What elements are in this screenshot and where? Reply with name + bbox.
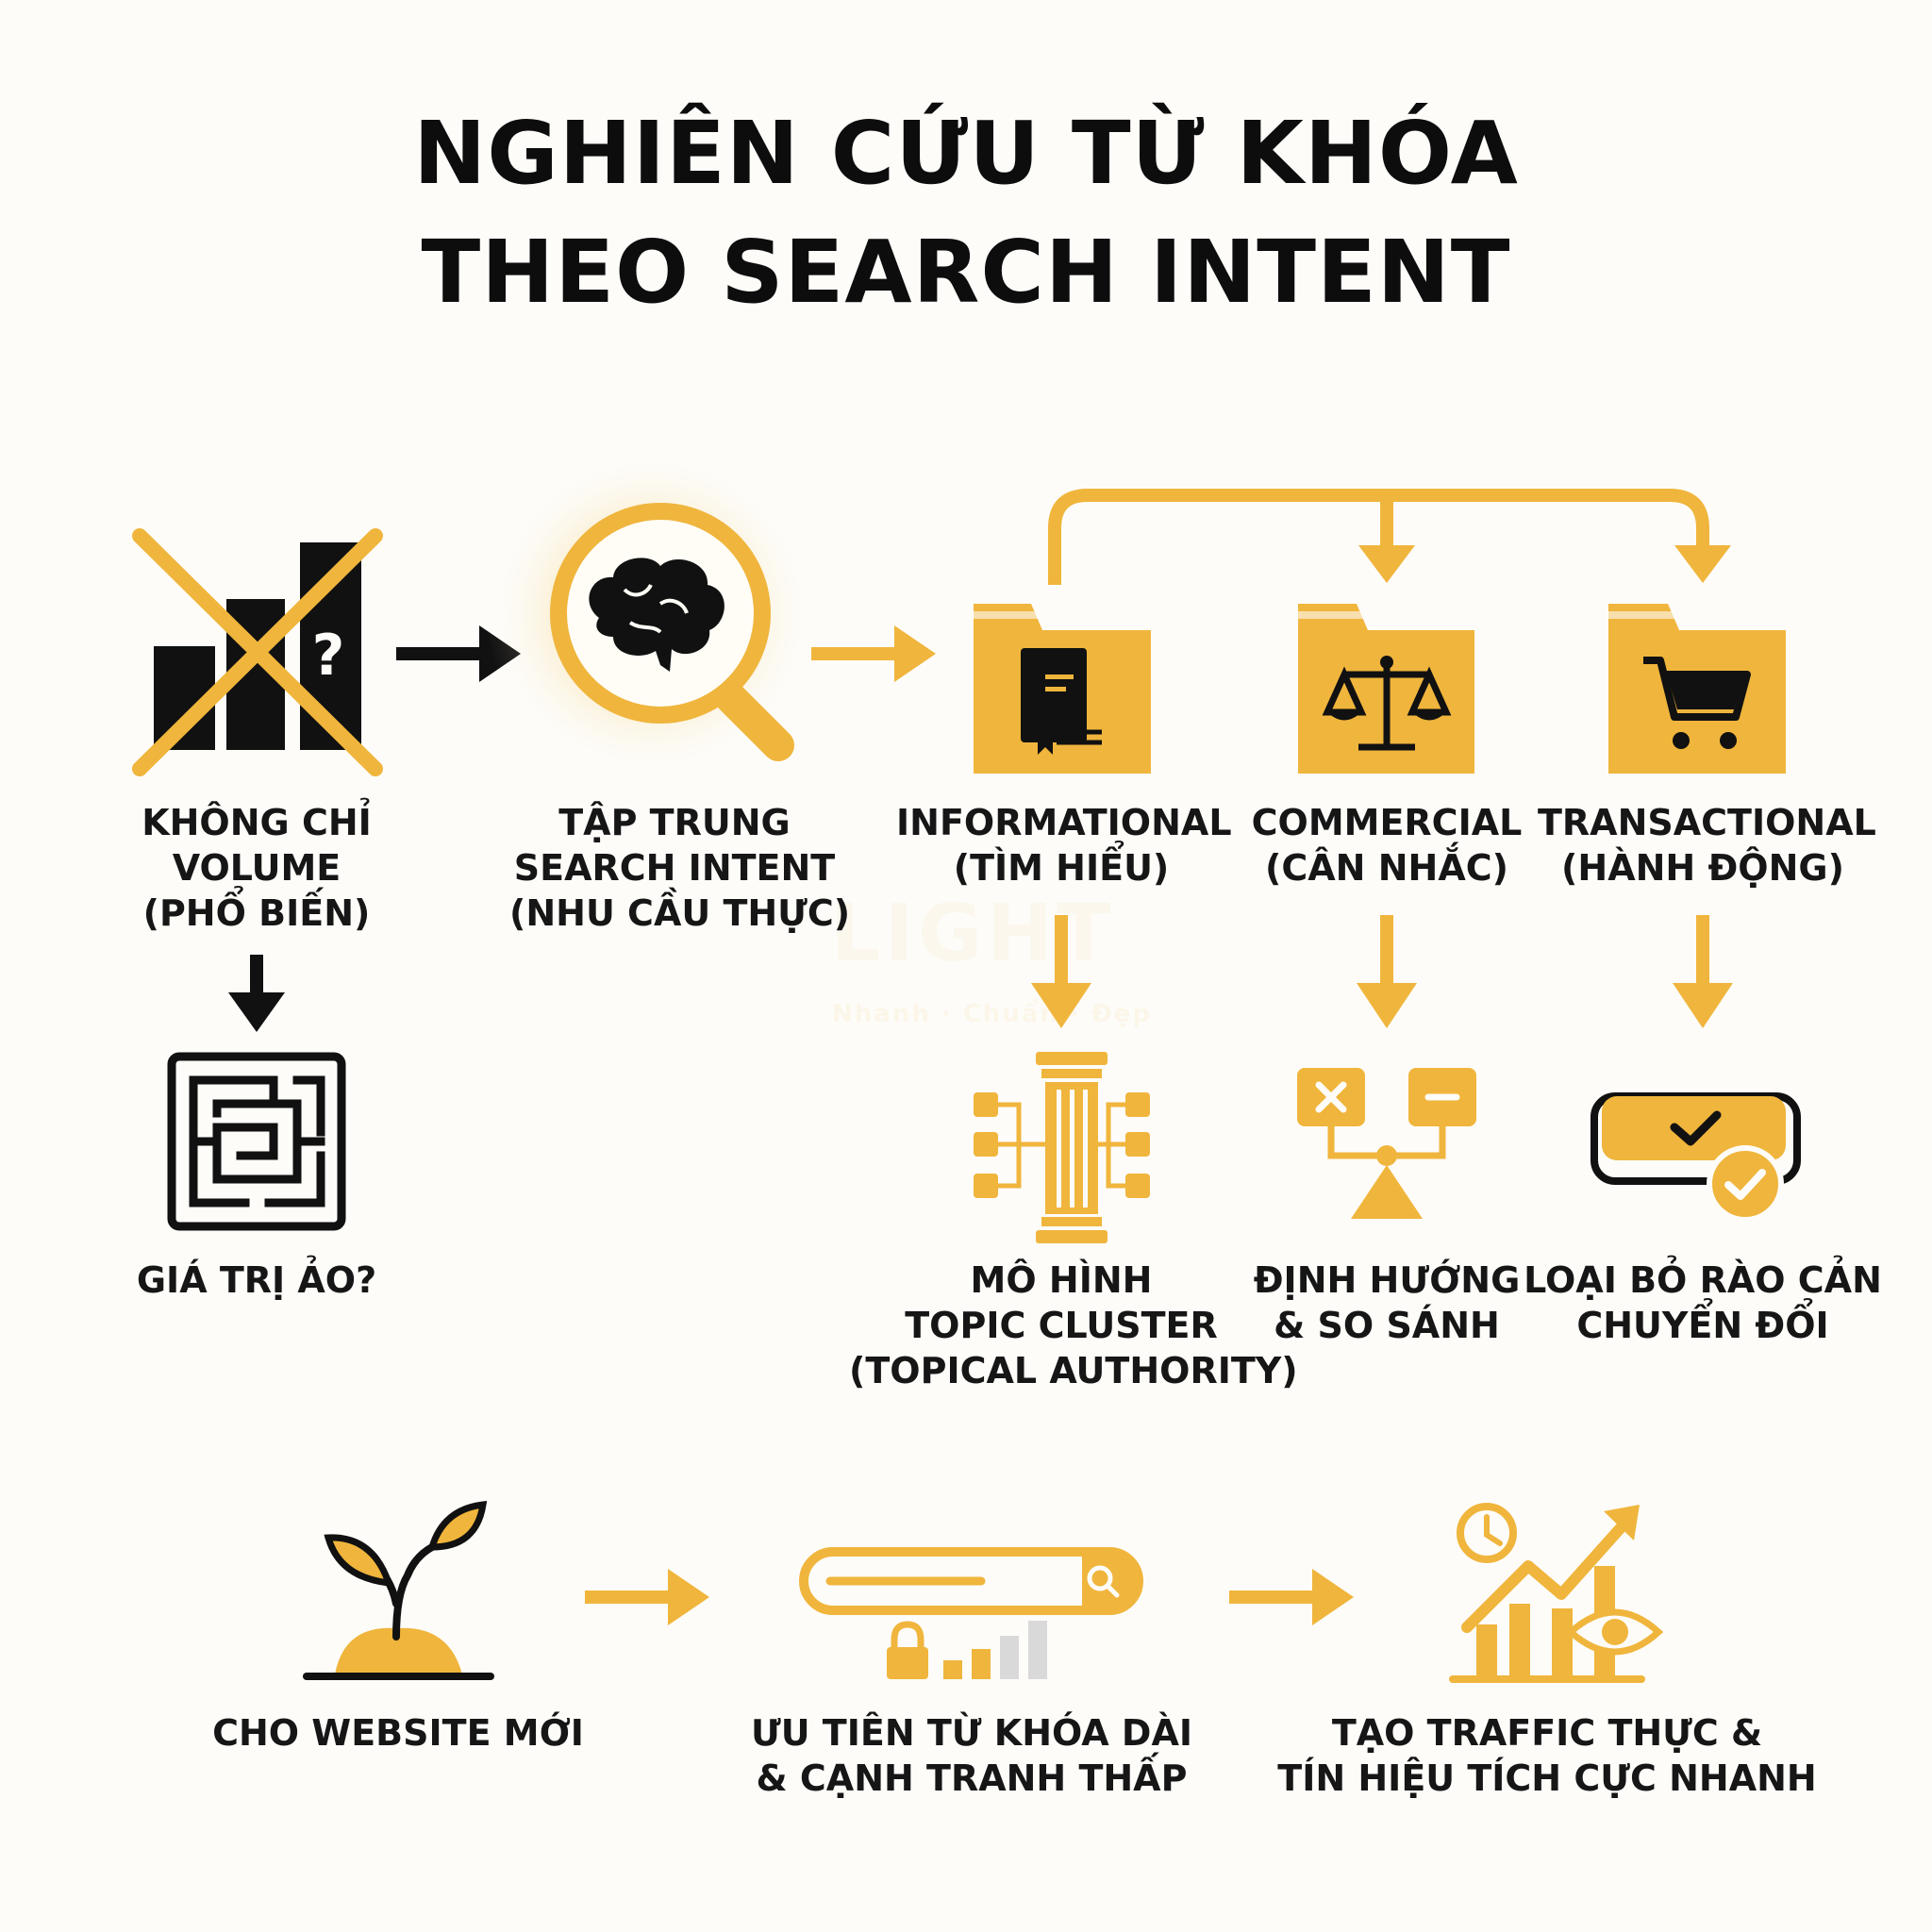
label-topic-cluster-line-1: MÔ HÌNH [970,1259,1153,1301]
label-compare-line-1: ĐỊNH HƯỚNG [1253,1259,1521,1301]
label-commercial-line-1: COMMERCIAL [1251,802,1523,843]
label-new-website: CHO WEBSITE MỚI [209,1710,587,1756]
label-real-traffic-line-1: TẠO TRAFFIC THỰC & [1331,1712,1763,1754]
label-compare-line-2: & SO SÁNH [1274,1305,1500,1346]
label-fake-value-line-1: GIÁ TRỊ ẢO? [136,1259,377,1301]
book-folder-icon [974,604,1151,774]
label-volume-line-1: KHÔNG CHỈ [142,802,372,843]
label-commercial-line-2: (CÂN NHẮC) [1265,847,1508,889]
label-focus-intent: TẬP TRUNG SEARCH INTENT (NHU CẦU THỰC) [509,800,851,936]
label-commercial: COMMERCIAL (CÂN NHẮC) [1245,800,1528,891]
title-line-2: THEO SEARCH INTENT [421,222,1511,323]
arrow-down-transactional [1674,545,1731,583]
compare-seesaw-icon [1297,1068,1476,1219]
label-volume-line-3: (PHỔ BIẾN) [142,892,371,934]
label-informational-line-2: (TÌM HIỂU) [953,847,1170,889]
searchbar-lock-icon [799,1547,1143,1679]
label-remove-barrier-line-1: LOẠI BỎ RÀO CẢN [1524,1259,1882,1301]
arrow-right-2 [811,625,936,682]
arrow-right-bottom-1 [585,1569,709,1625]
label-long-tail: ƯU TIÊN TỪ KHÓA DÀI & CẠNH TRANH THẤP [745,1710,1198,1801]
label-compare: ĐỊNH HƯỚNG & SO SÁNH [1245,1257,1528,1348]
label-informational: INFORMATIONAL (TÌM HIỂU) [896,800,1232,891]
label-focus-line-2: SEARCH INTENT [513,847,836,889]
label-focus-line-3: (NHU CẦU THỰC) [509,892,851,934]
label-topic-cluster: MÔ HÌNH TOPIC CLUSTER (TOPICAL AUTHORITY… [849,1257,1298,1393]
sprout-icon [303,1500,494,1680]
crossed-bar-chart-icon: ? [132,528,383,776]
arrow-right-bottom-2 [1229,1569,1354,1625]
pillar-cluster-icon [974,1052,1150,1243]
branch-connector [1048,489,1709,585]
title-line-1: NGHIÊN CỨU TỪ KHÓA [413,103,1519,204]
brain-magnifier-icon [486,448,816,778]
label-transactional: TRANSACTIONAL (HÀNH ĐỘNG) [1538,800,1876,891]
label-volume-line-2: VOLUME [172,847,341,889]
label-remove-barrier: LOẠI BỎ RÀO CẢN CHUYỂN ĐỔI [1519,1257,1887,1348]
arrow-down-result-1 [1031,915,1091,1028]
label-informational-line-1: INFORMATIONAL [896,802,1232,843]
growth-chart-icon [1449,1503,1664,1683]
label-long-tail-line-2: & CẠNH TRANH THẤP [756,1757,1188,1799]
label-transactional-line-2: (HÀNH ĐỘNG) [1561,847,1844,889]
label-volume: KHÔNG CHỈ VOLUME (PHỔ BIẾN) [115,800,398,936]
label-fake-value: GIÁ TRỊ ẢO? [115,1257,398,1303]
label-topic-cluster-line-3: (TOPICAL AUTHORITY) [849,1350,1298,1391]
arrow-down-result-3 [1673,915,1733,1028]
maze-icon [167,1052,346,1231]
label-new-website-line-1: CHO WEBSITE MỚI [212,1712,584,1754]
cart-folder-icon [1608,604,1786,774]
label-real-traffic-line-2: TÍN HIỆU TÍCH CỰC NHANH [1277,1757,1817,1799]
watermark-tagline: Nhanh · Chuẩn · Đẹp [832,1000,1152,1028]
label-long-tail-line-1: ƯU TIÊN TỪ KHÓA DÀI [750,1712,1193,1754]
svg-text:?: ? [312,623,345,689]
page-title: NGHIÊN CỨU TỪ KHÓA THEO SEARCH INTENT [0,94,1932,332]
checkout-check-icon [1591,1092,1801,1223]
scale-folder-icon [1298,604,1474,774]
label-topic-cluster-line-2: TOPIC CLUSTER [905,1305,1218,1346]
label-transactional-line-1: TRANSACTIONAL [1538,802,1876,843]
label-focus-line-1: TẬP TRUNG [558,802,791,843]
label-real-traffic: TẠO TRAFFIC THỰC & TÍN HIỆU TÍCH CỰC NHA… [1274,1710,1821,1801]
label-remove-barrier-line-2: CHUYỂN ĐỔI [1576,1305,1829,1346]
arrow-down-volume [228,955,285,1032]
arrow-down-commercial [1358,545,1415,583]
arrow-down-result-2 [1357,915,1417,1028]
